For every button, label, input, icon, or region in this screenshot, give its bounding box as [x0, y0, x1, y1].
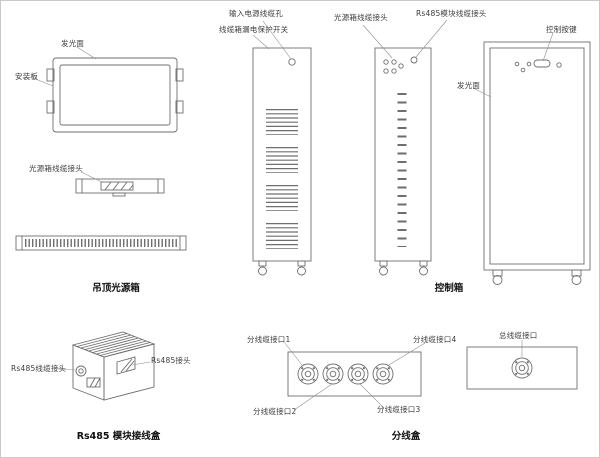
top-vent-lines	[76, 333, 151, 356]
label-branch-port-4: 分线缆接口4	[413, 335, 457, 344]
light-strip-front-view	[15, 235, 187, 251]
label-branch-port-1: 分线缆接口1	[247, 335, 291, 344]
leader-lines	[32, 19, 554, 411]
cabinet-side-view-2	[374, 47, 432, 276]
light-cable-connector-holes	[383, 59, 404, 74]
label-rs485-cable-connector: Rs485线缆接头	[11, 364, 67, 373]
rs485-junction-box-iso	[71, 331, 156, 401]
control-button-cluster	[514, 59, 562, 73]
label-power-inlet-hole: 输入电源线缆孔	[229, 9, 283, 18]
branch-port-2	[322, 363, 344, 385]
rs485-connector-port	[116, 356, 136, 375]
label-branch-port-3: 分线缆接口3	[377, 405, 421, 414]
label-light-box-cable-connector: 光源箱线缆接头	[29, 164, 83, 173]
label-light-emitting-surface-cabinet: 发光面	[457, 81, 481, 90]
main-port	[511, 357, 533, 379]
branch-port-3	[347, 363, 369, 385]
caster-wheels	[492, 269, 582, 285]
label-branch-port-2: 分线缆接口2	[253, 407, 297, 416]
rs485-connector-hole	[410, 56, 418, 64]
label-plate	[86, 377, 101, 388]
label-mounting-plate: 安装板	[15, 72, 39, 81]
rs485-cable-connector-port	[75, 365, 87, 377]
caster-wheels	[258, 260, 306, 276]
caster-wheels	[379, 260, 428, 276]
label-rs485-connector: Rs485接头	[151, 356, 191, 365]
branch-port-1	[297, 363, 319, 385]
label-control-buttons: 控制按键	[546, 25, 577, 34]
label-light-emitting-surface-panel: 发光面	[61, 39, 85, 48]
caption-control-box: 控制箱	[434, 283, 464, 294]
ceiling-light-panel-top-view	[46, 57, 184, 133]
branch-port-4	[372, 363, 394, 385]
label-main-port: 总线缆接口	[499, 331, 538, 340]
caption-splitter-box: 分线盒	[391, 431, 421, 442]
power-inlet-hole	[288, 58, 296, 66]
cabinet-side-view-1	[252, 47, 312, 276]
light-box-connector-strip	[75, 178, 165, 197]
splitter-box-front-view	[287, 351, 422, 397]
caption-ceiling-light-box: 吊顶光源箱	[92, 283, 140, 294]
label-leakage-protection-switch: 线缆箱漏电保护开关	[219, 25, 289, 34]
label-rs485-module-cable-connector: Rs485模块线缆接头	[416, 9, 487, 18]
control-box-front-view	[483, 41, 591, 285]
label-light-box-cable-connector-cabinet: 光源箱线缆接头	[334, 13, 388, 22]
caption-rs485-module-box: Rs485 模块接线盒	[76, 431, 161, 442]
